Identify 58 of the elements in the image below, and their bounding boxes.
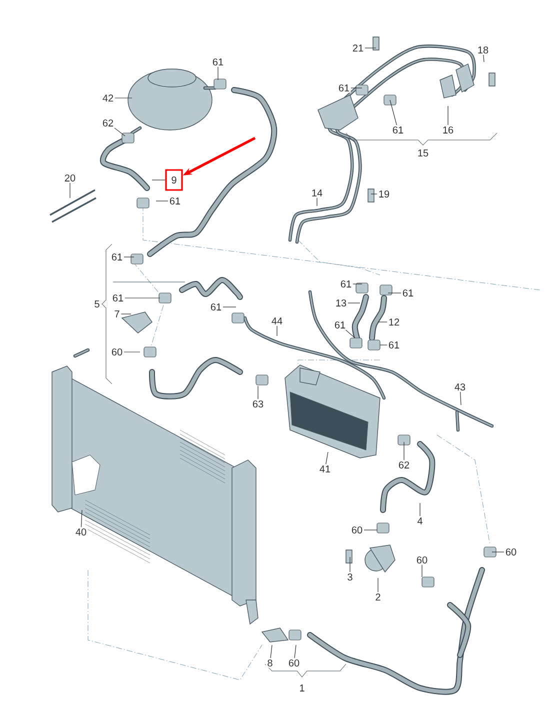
- leader-line: [348, 302, 360, 304]
- callout-number: 43: [453, 382, 467, 392]
- callout-number: 61: [391, 125, 405, 135]
- leader-line: [156, 200, 168, 202]
- leader-line: [80, 510, 82, 528]
- leader-line: [316, 198, 318, 206]
- callout-number: 61: [209, 302, 223, 312]
- callout-number: 63: [251, 399, 265, 409]
- callout-number: 20: [63, 173, 77, 183]
- callout-number: 61: [401, 288, 415, 298]
- leader-line: [460, 392, 462, 406]
- highlighted-callout-number: 9: [165, 169, 183, 191]
- callout-number: 14: [310, 188, 324, 198]
- callout-number: 61: [111, 293, 125, 303]
- callout-number: 44: [270, 316, 284, 326]
- callout-number: 18: [476, 45, 490, 55]
- callout-number: 61: [168, 196, 182, 206]
- leader-line: [294, 644, 296, 658]
- leader-line: [390, 100, 397, 126]
- callout-number: 12: [387, 317, 401, 327]
- leader-line: [270, 644, 272, 658]
- callout-number: 19: [377, 189, 391, 199]
- callout-number: 60: [415, 555, 429, 565]
- callout-number: 61: [333, 320, 347, 330]
- leader-line: [326, 452, 328, 464]
- callout-number: 2: [374, 592, 382, 602]
- callout-number: 4: [416, 516, 424, 526]
- callout-number: 3: [346, 572, 354, 582]
- callout-number: 16: [441, 125, 455, 135]
- callout-number: 1: [298, 683, 306, 693]
- callout-number: 60: [110, 347, 124, 357]
- callout-number: 42: [101, 93, 115, 103]
- leader-line: [222, 306, 236, 308]
- callout-number: 61: [110, 252, 124, 262]
- callout-number: 15: [416, 148, 430, 158]
- leader-line: [483, 54, 484, 62]
- leader-line: [380, 344, 388, 346]
- callout-number: 61: [211, 57, 225, 67]
- callout-number: 62: [397, 460, 411, 470]
- callout-number: 61: [387, 340, 401, 350]
- callout-number: 13: [334, 298, 348, 308]
- callout-number: 8: [266, 658, 274, 668]
- callout-number: 40: [74, 527, 88, 537]
- leader-line: [345, 330, 356, 338]
- leader-line: [276, 326, 278, 336]
- callout-number: 41: [318, 464, 332, 474]
- callout-number: 62: [101, 118, 115, 128]
- leader-line: [114, 128, 126, 136]
- callout-number: 61: [337, 83, 351, 93]
- leader-line: [388, 292, 402, 294]
- callout-number: 61: [339, 279, 353, 289]
- leader-line: [124, 256, 134, 258]
- callout-number: 60: [287, 658, 301, 668]
- callout-number: 7: [113, 309, 121, 319]
- callout-number: 60: [504, 547, 518, 557]
- callout-number: 21: [351, 43, 365, 53]
- callout-number: 60: [350, 525, 364, 535]
- callout-number: 5: [93, 299, 101, 309]
